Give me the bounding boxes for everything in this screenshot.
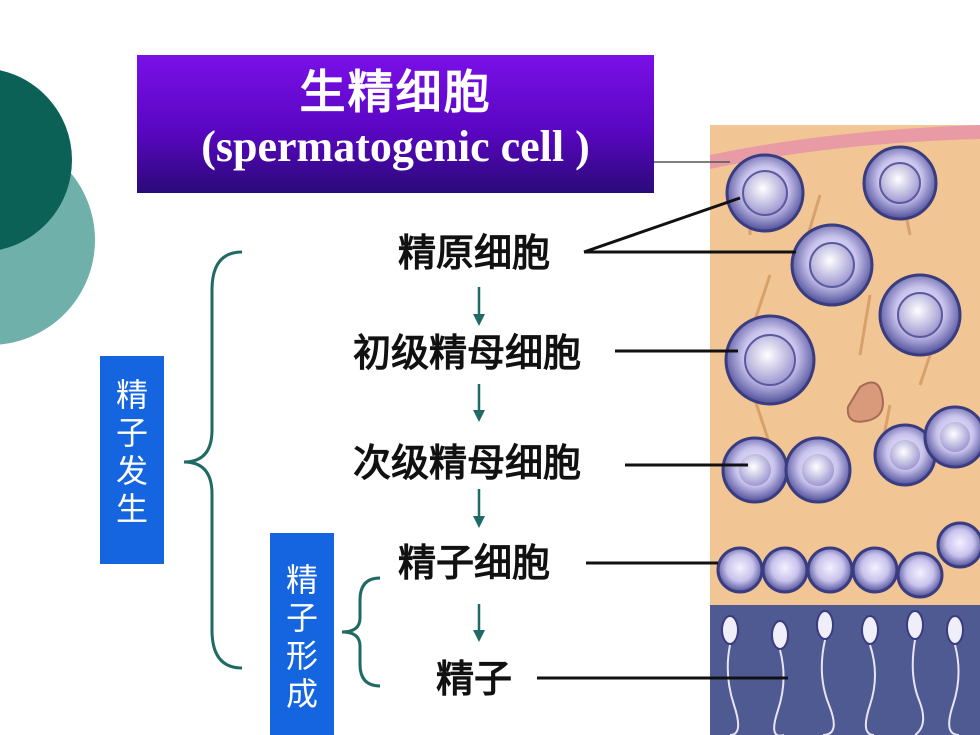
stage-spermatid: 精子细胞 <box>398 541 551 585</box>
spermiogenesis-char-1: 精 <box>285 561 318 599</box>
arrow-1 <box>473 287 485 326</box>
seminiferous-tubule-illustration <box>710 125 980 735</box>
secondary-spermatocyte-cells <box>721 405 980 504</box>
spermiogenesis-char-3: 形 <box>285 637 318 675</box>
stage-secondary-spermatocyte: 次级精母细胞 <box>353 441 582 485</box>
spermatogenesis-char-2: 子 <box>115 414 148 452</box>
spermatogenesis-bracket <box>183 250 243 670</box>
spermiogenesis-bracket <box>341 576 381 688</box>
stage-primary-spermatocyte: 初级精母细胞 <box>353 331 582 375</box>
spermatogonia-cells <box>725 145 962 357</box>
title-box: 生精细胞 (spermatogenic cell ) <box>137 55 654 193</box>
title-chinese: 生精细胞 <box>299 65 492 119</box>
decorative-circles <box>0 70 95 345</box>
sperm-cells <box>721 610 964 650</box>
spermiogenesis-char-2: 子 <box>285 599 318 637</box>
spermiogenesis-label: 精 子 形 成 <box>270 533 334 735</box>
deco-circle-dark <box>0 70 72 250</box>
spermatogenesis-char-3: 发 <box>115 452 148 490</box>
spermatogenesis-label: 精 子 发 生 <box>100 356 164 564</box>
arrow-3 <box>473 489 485 528</box>
stage-spermatogonium: 精原细胞 <box>398 231 551 275</box>
spermatid-cells <box>716 521 980 599</box>
arrow-4 <box>473 604 485 642</box>
stage-sperm: 精子 <box>436 657 513 701</box>
arrow-2 <box>473 384 485 422</box>
primary-spermatocyte-cells <box>724 314 884 423</box>
spermiogenesis-char-4: 成 <box>285 675 318 713</box>
spermatogenesis-char-4: 生 <box>115 490 148 528</box>
pointer-spermatogonium-upper <box>583 196 741 254</box>
title-english: (spermatogenic cell ) <box>201 122 590 171</box>
spermatogenesis-char-1: 精 <box>115 376 148 414</box>
